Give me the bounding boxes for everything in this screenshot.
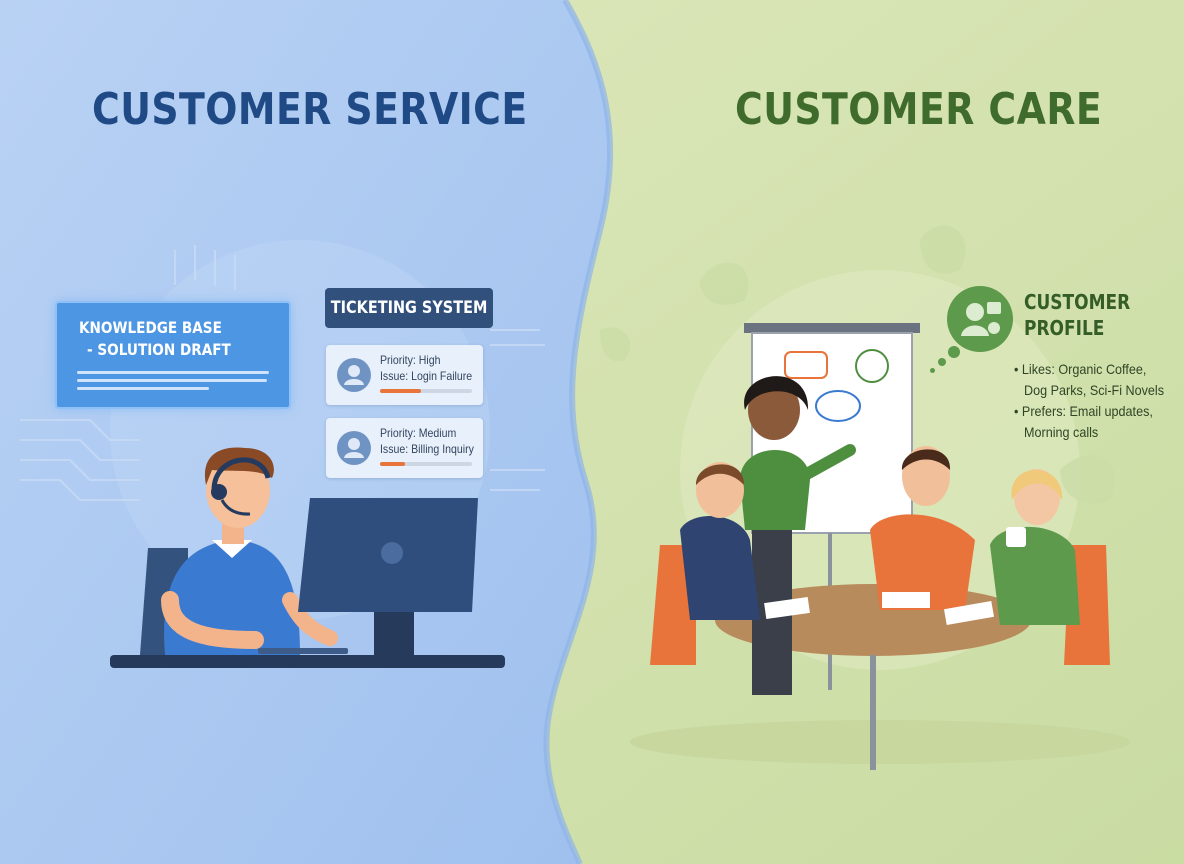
kb-text-line bbox=[77, 387, 209, 390]
ticket-issue: Issue: Login Failure bbox=[380, 369, 473, 383]
speech-bubble-1 bbox=[784, 351, 828, 379]
thought-dot bbox=[938, 358, 946, 366]
kb-text-line bbox=[77, 371, 269, 374]
agent-arm-right bbox=[282, 592, 338, 646]
ticket-progress-fill bbox=[380, 462, 405, 466]
coffee-cup bbox=[1006, 527, 1026, 547]
kb-text-line bbox=[77, 379, 267, 382]
decorative-leaves bbox=[600, 225, 1116, 504]
monitor-stand bbox=[374, 612, 414, 656]
circuit-lines bbox=[20, 245, 545, 501]
chair-left bbox=[650, 545, 696, 665]
ticket-priority: Priority: High bbox=[380, 353, 441, 367]
ticket-card-2: Priority: Medium Issue: Billing Inquiry bbox=[326, 418, 483, 478]
monitor-logo bbox=[381, 542, 403, 564]
profile-detail-line: • Prefers: Email updates, bbox=[1014, 403, 1153, 419]
customer-profile-icon bbox=[947, 286, 1013, 352]
ticket-card-1: Priority: High Issue: Login Failure bbox=[326, 345, 483, 405]
user-avatar-icon bbox=[337, 358, 371, 392]
ticketing-system-header: TICKETING SYSTEM bbox=[325, 288, 493, 328]
paper-3 bbox=[943, 600, 995, 626]
headset bbox=[211, 457, 271, 491]
knowledge-base-subtitle: - SOLUTION DRAFT bbox=[87, 340, 231, 359]
person-right-shirt bbox=[990, 526, 1080, 625]
person-mid-hair bbox=[901, 449, 951, 470]
keyboard bbox=[258, 648, 348, 654]
customer-service-title: CUSTOMER SERVICE bbox=[92, 84, 528, 135]
agent-collar bbox=[212, 540, 252, 558]
lightbulb-icon bbox=[855, 349, 889, 383]
ticket-progress-bar bbox=[380, 462, 472, 466]
headset-mic bbox=[220, 499, 251, 516]
customer-care-title: CUSTOMER CARE bbox=[735, 84, 1103, 135]
whiteboard-frame bbox=[744, 323, 920, 333]
ticket-progress-bar bbox=[380, 389, 472, 393]
person-mid-shirt bbox=[870, 514, 975, 610]
desk bbox=[110, 655, 505, 668]
ticket-issue: Issue: Billing Inquiry bbox=[380, 442, 474, 456]
ticket-progress-fill bbox=[380, 389, 422, 393]
thought-dot bbox=[948, 346, 960, 358]
agent-hair bbox=[204, 447, 274, 485]
customer-profile-title: CUSTOMER bbox=[1024, 290, 1131, 314]
wave-edge bbox=[543, 0, 614, 864]
floor-shadow bbox=[630, 720, 1130, 764]
presenter-shirt bbox=[740, 450, 810, 530]
ticket-priority: Priority: Medium bbox=[380, 426, 457, 440]
profile-detail-line: • Likes: Organic Coffee, bbox=[1014, 361, 1147, 377]
presenter-arm bbox=[799, 444, 856, 481]
knowledge-base-title: KNOWLEDGE BASE bbox=[79, 318, 222, 337]
headset-ear bbox=[211, 484, 227, 500]
user-avatar-icon bbox=[337, 431, 371, 465]
person-right-hair bbox=[1011, 470, 1063, 500]
paper-1 bbox=[764, 597, 810, 619]
knowledge-base-card: KNOWLEDGE BASE - SOLUTION DRAFT bbox=[55, 301, 291, 409]
speech-bubble-2 bbox=[815, 390, 861, 422]
person-left-hair bbox=[695, 464, 745, 485]
profile-detail-line: Dog Parks, Sci-Fi Novels bbox=[1024, 382, 1165, 398]
person-left-shirt bbox=[680, 516, 760, 620]
agent-arm bbox=[161, 591, 264, 649]
ticketing-system-label: TICKETING SYSTEM bbox=[330, 298, 488, 318]
presenter-face bbox=[748, 380, 800, 440]
customer-profile-title-2: PROFILE bbox=[1024, 316, 1105, 340]
presenter-hair bbox=[744, 376, 809, 410]
profile-detail-line: Morning calls bbox=[1024, 424, 1099, 440]
thought-dot bbox=[930, 368, 935, 373]
paper-2 bbox=[882, 592, 930, 608]
